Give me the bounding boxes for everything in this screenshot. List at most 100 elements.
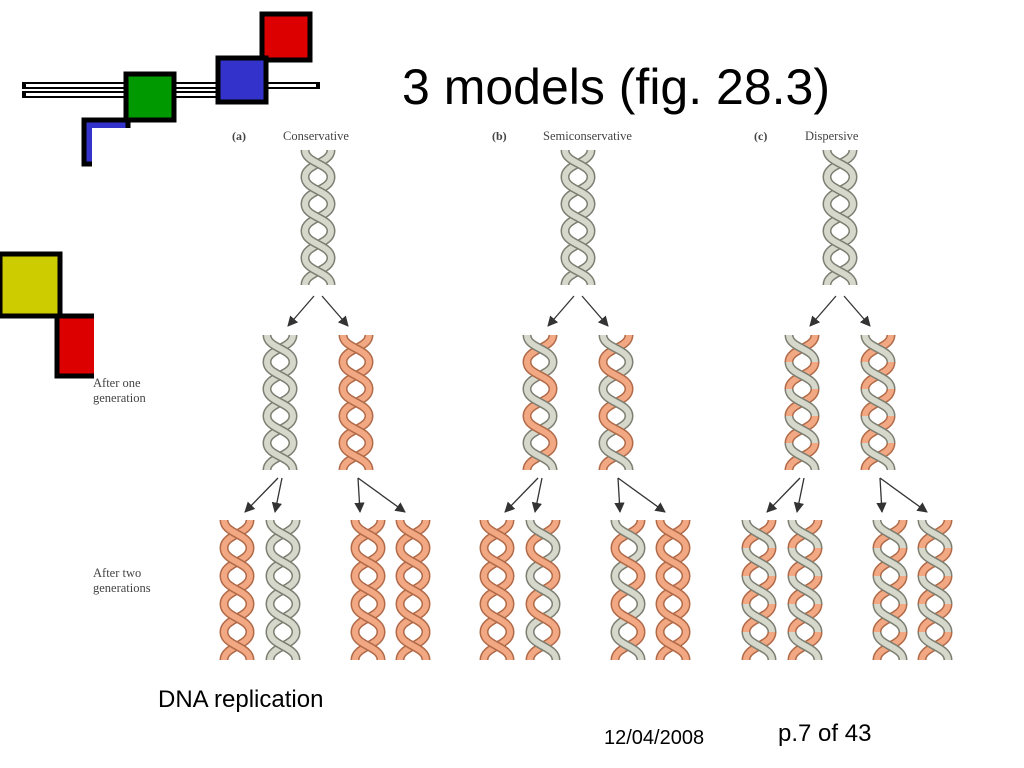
helix-strand (221, 603, 253, 633)
helix-strand (612, 575, 644, 605)
helix-strand (481, 547, 513, 577)
helix-strand (874, 547, 906, 577)
panel-semiconservative: (b)Semiconservative (492, 129, 632, 143)
helix-gen2-conservative-1 (265, 518, 301, 662)
helix-strand (657, 575, 689, 605)
figure-caption: DNA replication (158, 686, 324, 713)
helix-strand (302, 203, 334, 232)
helix-strand (743, 575, 775, 605)
helix-strand (524, 415, 556, 444)
helix-strand (919, 547, 951, 577)
replication-arrow (357, 477, 406, 513)
helix-strand (657, 547, 689, 577)
helix-strand (612, 603, 644, 633)
panel-label: Conservative (283, 129, 349, 143)
decorative-squares (0, 11, 320, 380)
helix-gen2-dispersive-0 (741, 518, 777, 662)
helix-strand (824, 176, 856, 205)
helix-gen1-dispersive-0 (784, 333, 820, 472)
helix-strand (527, 631, 559, 661)
helix-strand (397, 547, 429, 577)
helix-strand (524, 334, 556, 363)
replication-arrow (876, 477, 887, 514)
helix-strand (600, 361, 632, 390)
helix-gen2-conservative-3 (395, 518, 431, 662)
helix-gen1-semiconservative-1 (598, 333, 634, 472)
helix-strand (264, 361, 296, 390)
slide-title: 3 models (fig. 28.3) (402, 59, 830, 115)
helix-strand (600, 388, 632, 417)
deco-square-red-top (259, 11, 313, 63)
helix-strand (789, 519, 821, 549)
replication-arrow (321, 295, 349, 327)
helix-parent-conservative (300, 148, 336, 287)
helix-strand (481, 575, 513, 605)
replication-arrow (504, 477, 539, 513)
panel-conservative: (a)Conservative (232, 129, 349, 143)
helix-parent-dispersive (822, 148, 858, 287)
helix-strand (862, 442, 894, 471)
row-label-gen2-line2: generations (93, 581, 151, 595)
replication-arrow (793, 477, 805, 514)
helix-strand (600, 334, 632, 363)
helix-strand (562, 176, 594, 205)
helix-strand (562, 257, 594, 286)
panel-letter: (c) (754, 129, 767, 143)
helix-strand (789, 631, 821, 661)
helix-strand (221, 547, 253, 577)
replication-arrow (354, 477, 365, 514)
replication-arrow (581, 295, 609, 327)
helix-strand (481, 603, 513, 633)
helix-strand (352, 575, 384, 605)
replication-arrow (766, 477, 801, 513)
helix-gen2-semiconservative-3 (655, 518, 691, 662)
helix-strand (527, 603, 559, 633)
row-label-after-one-generation: After one generation (93, 376, 203, 406)
helix-strand (789, 603, 821, 633)
helix-gen2-dispersive-1 (787, 518, 823, 662)
replication-arrow (244, 477, 279, 513)
helix-strand (397, 631, 429, 661)
helix-strand (524, 388, 556, 417)
helix-gen1-conservative-1 (338, 333, 374, 472)
helix-strand (527, 519, 559, 549)
row-label-gen1-line1: After one (93, 376, 141, 390)
helix-strand (786, 388, 818, 417)
helix-strand (397, 519, 429, 549)
row-label-after-two-generations: After two generations (93, 566, 203, 596)
helix-strand (789, 547, 821, 577)
helix-strand (786, 415, 818, 444)
helix-gen1-dispersive-1 (860, 333, 896, 472)
helix-strand (562, 203, 594, 232)
helix-strand (919, 631, 951, 661)
helix-strand (221, 575, 253, 605)
helix-strand (874, 575, 906, 605)
helix-gen2-dispersive-2 (872, 518, 908, 662)
panel-letter: (b) (492, 129, 507, 143)
helix-strand (919, 575, 951, 605)
deco-square-red-bottom-cover (94, 310, 114, 380)
helix-strand (352, 547, 384, 577)
replication-arrow (287, 295, 315, 327)
helix-strand (657, 631, 689, 661)
helix-strand (612, 547, 644, 577)
helix-strand (352, 603, 384, 633)
deco-square-green (123, 71, 177, 123)
helix-strand (743, 547, 775, 577)
helix-gen2-semiconservative-1 (525, 518, 561, 662)
replication-arrow (617, 477, 666, 513)
helix-strand (340, 334, 372, 363)
panel-dispersive: (c) Dispersive (754, 129, 859, 143)
helix-strand (743, 631, 775, 661)
panel-label: Dispersive (805, 129, 859, 143)
replication-arrow (614, 477, 625, 514)
helix-gen2-dispersive-3 (917, 518, 953, 662)
helix-strand (862, 361, 894, 390)
helix-strand (302, 149, 334, 178)
helix-strand (786, 361, 818, 390)
helix-gen1-conservative-0 (262, 333, 298, 472)
helix-strand (302, 230, 334, 259)
helix-strand (481, 519, 513, 549)
